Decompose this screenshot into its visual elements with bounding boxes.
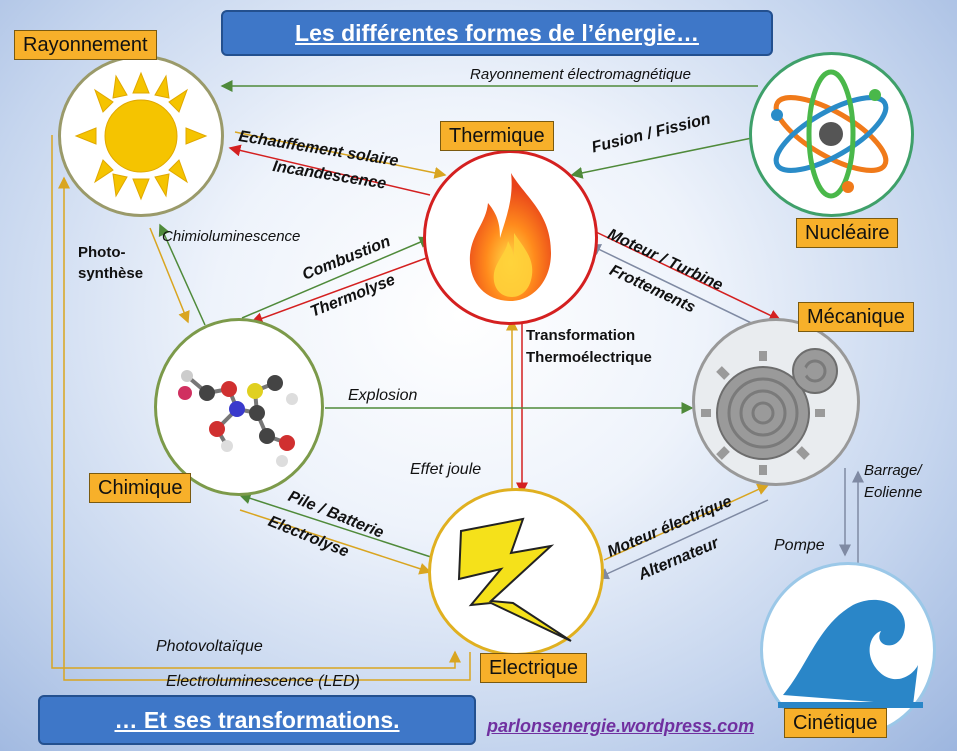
arrow-photovoltaique <box>51 135 461 669</box>
text-barrage-1: Barrage/ <box>864 462 922 479</box>
label-nucleaire: Nucléaire <box>796 218 899 248</box>
text-chimioluminescence: Chimioluminescence <box>162 228 301 245</box>
arrow-frottements <box>588 244 771 333</box>
mecanique-circle <box>692 318 860 486</box>
thermique-circle <box>423 150 598 325</box>
label-thermique: Thermique <box>440 121 554 151</box>
label-mecanique: Mécanique <box>798 302 914 332</box>
arrow-incandescence <box>228 144 431 196</box>
arrow-electrolyse <box>239 509 432 575</box>
text-photosynthese-2: synthèse <box>78 265 144 282</box>
arrow-combustion <box>241 236 432 319</box>
text-pompe: Pompe <box>774 537 825 554</box>
text-explosion: Explosion <box>348 387 418 404</box>
text-rayonnement-em: Rayonnement électromagnétique <box>470 66 691 83</box>
label-cinetique: Cinétique <box>784 708 887 738</box>
page-title: Les différentes formes de l’énergie… <box>295 20 699 46</box>
credit-link[interactable]: parlonsenergie.wordpress.com <box>487 716 755 736</box>
sun-icon <box>74 71 208 201</box>
text-transformation-1: Transformation <box>526 327 636 344</box>
nucleaire-circle <box>749 52 914 217</box>
text-barrage-2: Eolienne <box>864 484 923 501</box>
text-effet-joule: Effet joule <box>410 461 482 478</box>
arrow-chimioluminescence <box>158 223 206 326</box>
gear-icon <box>701 348 838 475</box>
lightning-icon <box>457 517 572 642</box>
arrow-pile <box>238 492 435 559</box>
page-subtitle: … Et ses transformations. <box>114 707 400 733</box>
rayonnement-circle <box>58 55 224 217</box>
label-electrique: Electrique <box>480 653 587 683</box>
arrow-echauffement <box>234 131 447 179</box>
label-chimique: Chimique <box>89 473 192 503</box>
title-banner: Les différentes formes de l’énergie… <box>221 10 773 56</box>
text-transformation-2: Thermoélectrique <box>526 349 652 366</box>
chimique-circle <box>154 318 324 496</box>
text-electroluminescence: Electroluminescence (LED) <box>166 673 360 690</box>
wave-icon <box>778 599 923 708</box>
arrow-electroluminescence <box>58 176 471 681</box>
text-photovoltaique: Photovoltaïque <box>156 638 263 655</box>
flame-icon <box>469 173 551 301</box>
arrow-fusion <box>570 137 753 179</box>
atom-icon <box>771 69 889 199</box>
arrow-alternateur <box>596 499 769 580</box>
subtitle-banner: … Et ses transformations. <box>38 695 476 745</box>
arrow-photosynthese <box>149 227 190 324</box>
electrique-circle <box>428 488 604 656</box>
arrow-moteur-electrique <box>603 483 770 561</box>
molecule-icon <box>178 370 298 467</box>
arrow-moteur-turbine <box>595 231 782 321</box>
label-rayonnement: Rayonnement <box>14 30 157 60</box>
arrow-thermolyse <box>250 255 433 325</box>
text-photosynthese-1: Photo- <box>78 244 126 261</box>
